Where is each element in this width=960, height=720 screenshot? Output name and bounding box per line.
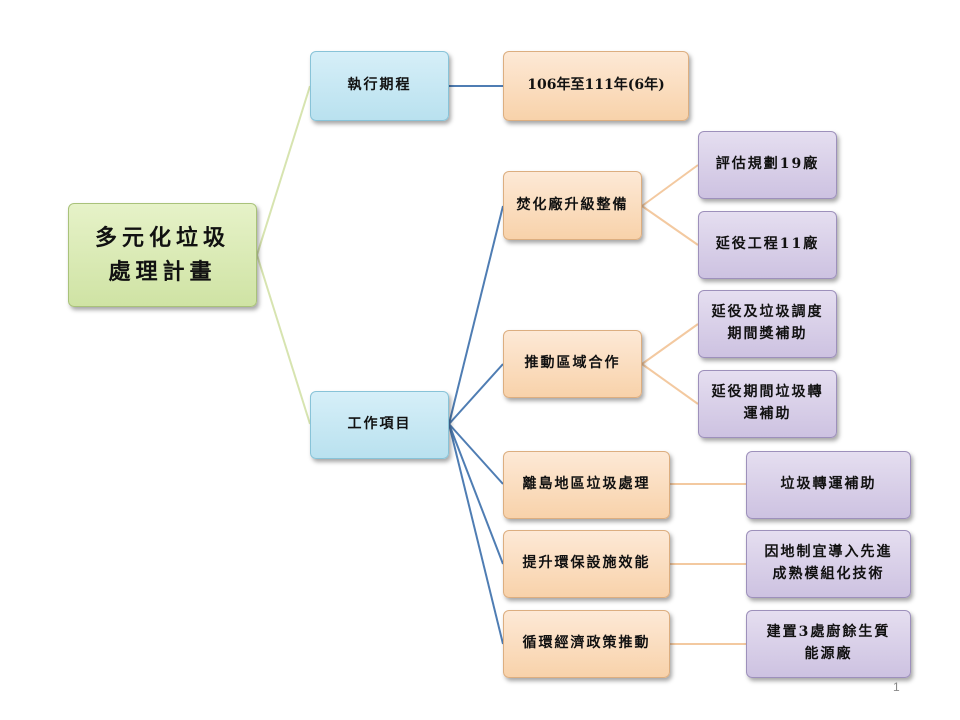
work-item-label: 離島地區垃圾處理 [522, 476, 651, 493]
connector-work-regional [448, 363, 504, 425]
connector-work-facility [448, 423, 504, 565]
connector-work-offshore [448, 423, 504, 485]
sub-item-modular-tech: 因地制宜導入先進成熟模組化技術 [746, 530, 911, 598]
sub-item-dispatch-subsidy: 延役及垃圾調度期間獎補助 [698, 290, 837, 358]
schedule-period-node: 106年至111年(6年) [503, 51, 689, 121]
sub-item-label: 評估規劃19廠 [715, 156, 820, 173]
sub-item-label: 垃圾轉運補助 [780, 476, 877, 493]
connector-root-work-items [256, 254, 311, 425]
sub-item-label: 延役工程11廠 [715, 236, 820, 253]
work-item-label: 提升環保設施效能 [522, 555, 651, 572]
work-item-regional: 推動區域合作 [503, 330, 642, 398]
sub-item-label: 延役期間垃圾轉運補助 [711, 384, 824, 422]
work-items-label: 工作項目 [347, 416, 412, 433]
work-items-node: 工作項目 [310, 391, 449, 459]
sub-item-label: 因地制宜導入先進成熟模組化技術 [764, 544, 893, 582]
connector-work-incinerator [448, 205, 504, 425]
sub-item-biogas-plant: 建置3處廚餘生質能源廠 [746, 610, 911, 678]
sub-item-offshore-transport: 垃圾轉運補助 [746, 451, 911, 519]
work-item-incinerator: 焚化廠升級整備 [503, 171, 642, 240]
work-item-circular: 循環經濟政策推動 [503, 610, 670, 678]
sub-item-label: 建置3處廚餘生質能源廠 [766, 624, 891, 662]
schedule-label: 執行期程 [347, 77, 412, 94]
work-item-label: 循環經濟政策推動 [522, 635, 651, 652]
connector-regional-transport [641, 363, 699, 405]
connector-regional-subsidy [641, 323, 699, 365]
page-number: 1 [893, 680, 900, 694]
root-node: 多元化垃圾處理計畫 [68, 203, 257, 307]
work-item-label: 焚化廠升級整備 [516, 196, 629, 213]
root-label: 多元化垃圾處理計畫 [94, 224, 230, 285]
connector-root-schedule [256, 85, 311, 256]
sub-item-label: 延役及垃圾調度期間獎補助 [711, 304, 824, 342]
schedule-node: 執行期程 [310, 51, 449, 121]
connector-work-circular [448, 423, 504, 645]
sub-item-extend: 延役工程11廠 [698, 211, 837, 279]
sub-item-assess: 評估規劃19廠 [698, 131, 837, 199]
schedule-period-label: 106年至111年(6年) [527, 77, 665, 94]
work-item-facility: 提升環保設施效能 [503, 530, 670, 598]
work-item-label: 推動區域合作 [524, 355, 621, 372]
work-item-offshore: 離島地區垃圾處理 [503, 451, 670, 519]
connector-incinerator-assess [641, 164, 699, 207]
connector-incinerator-extend [641, 205, 699, 246]
sub-item-transport-subsidy: 延役期間垃圾轉運補助 [698, 370, 837, 438]
